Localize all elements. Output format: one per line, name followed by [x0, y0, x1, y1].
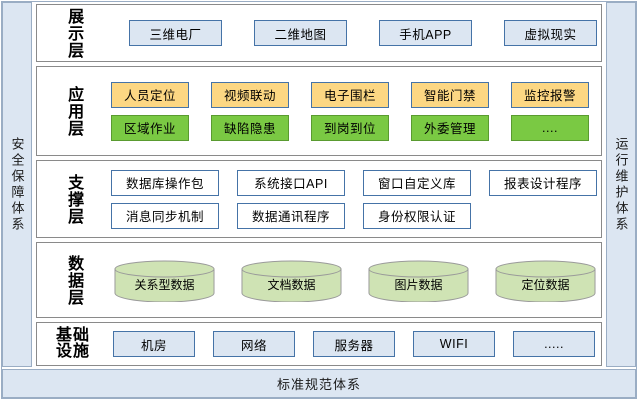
layer-label-text: 基础 设施: [55, 326, 90, 360]
node-box[interactable]: WIFI: [413, 331, 495, 357]
right-band-label: 运行维护体系: [613, 136, 629, 233]
layer-row: 三维电厂 二维地图 手机APP 虚拟现实: [129, 20, 597, 46]
layer-row: 区域作业缺陷隐患到岗到位外委管理....: [111, 114, 597, 141]
node-box[interactable]: 服务器: [313, 331, 395, 357]
cylinder-label: 文档数据: [267, 278, 316, 292]
right-band-ops-maintenance-system: 运行维护体系: [606, 2, 636, 367]
node-box[interactable]: 区域作业: [111, 114, 189, 141]
layer-row: 人员定位视频联动电子围栏智能门禁监控报警: [111, 81, 597, 108]
layer-presentation: 展示层 三维电厂 二维地图 手机APP 虚拟现实: [36, 4, 602, 62]
left-band-label: 安全保障体系: [9, 136, 25, 233]
layer-infrastructure: 基础 设施机房网络服务器 WIFI.....: [36, 322, 602, 366]
cylinder-label: 图片数据: [394, 278, 443, 292]
layer-label-text: 数据层: [65, 254, 83, 306]
layer-row: 数据库操作包系统接口API 窗口自定义库报表设计程序: [111, 169, 597, 196]
layer-row: 机房网络服务器 WIFI.....: [113, 331, 597, 357]
node-box[interactable]: ....: [511, 114, 589, 141]
layer-label-text: 应用层: [65, 85, 83, 137]
cylinder-label: 定位数据: [521, 278, 570, 292]
node-box[interactable]: 报表设计程序: [489, 169, 597, 196]
layer-label-infrastructure: 基础 设施: [45, 323, 101, 365]
database-cylinder[interactable]: 图片数据: [367, 258, 470, 302]
layer-row: 关系型数据 文档数据 图片数据 定位数据: [113, 258, 597, 302]
node-box[interactable]: 人员定位: [111, 81, 189, 108]
left-band-security-system: 安全保障体系: [2, 2, 32, 367]
node-box[interactable]: 数据库操作包: [111, 169, 219, 196]
cylinder-icon: [368, 260, 469, 302]
node-box[interactable]: 三维电厂: [129, 20, 222, 46]
node-box[interactable]: 身份权限认证: [363, 202, 472, 229]
layer-body-data: 关系型数据 文档数据 图片数据 定位数据: [103, 243, 597, 317]
database-cylinder[interactable]: 文档数据: [240, 258, 343, 302]
node-box[interactable]: 二维地图: [254, 20, 347, 46]
layer-body-application: 人员定位视频联动电子围栏智能门禁监控报警区域作业缺陷隐患到岗到位外委管理....: [103, 67, 597, 155]
node-box[interactable]: 监控报警: [511, 81, 589, 108]
layer-label-application: 应用层: [45, 67, 101, 155]
layer-label-support: 支撑层: [45, 161, 101, 237]
node-box[interactable]: 缺陷隐患: [211, 114, 289, 141]
node-box[interactable]: 视频联动: [211, 81, 289, 108]
layer-row: 消息同步机制数据通讯程序身份权限认证: [111, 202, 597, 229]
layer-label-presentation: 展示层: [45, 5, 101, 61]
bottom-band-standards-system: 标准规范体系: [2, 369, 636, 398]
node-box[interactable]: 数据通讯程序: [237, 202, 346, 229]
layer-body-infrastructure: 机房网络服务器 WIFI.....: [103, 323, 597, 365]
spacer: [489, 203, 597, 229]
layer-body-support: 数据库操作包系统接口API 窗口自定义库报表设计程序消息同步机制数据通讯程序身份权…: [103, 161, 597, 237]
cylinder-label: 关系型数据: [134, 278, 195, 292]
layer-label-data: 数据层: [45, 243, 101, 317]
cylinder-icon: [495, 260, 596, 302]
node-box[interactable]: 电子围栏: [311, 81, 389, 108]
node-box[interactable]: 手机APP: [379, 20, 472, 46]
cylinder-icon: [114, 260, 215, 302]
layer-body-presentation: 三维电厂 二维地图 手机APP 虚拟现实: [103, 5, 597, 61]
layer-data: 数据层 关系型数据 文档数据 图片数据 定位数据: [36, 242, 602, 318]
node-box[interactable]: 窗口自定义库: [363, 169, 471, 196]
database-cylinder[interactable]: 关系型数据: [113, 258, 216, 302]
node-box[interactable]: 机房: [113, 331, 195, 357]
node-box[interactable]: 消息同步机制: [111, 202, 220, 229]
node-box[interactable]: .....: [513, 331, 595, 357]
layer-label-text: 展示层: [65, 7, 83, 59]
node-box[interactable]: 网络: [213, 331, 295, 357]
layer-support: 支撑层 数据库操作包系统接口API 窗口自定义库报表设计程序消息同步机制数据通讯程序…: [36, 160, 602, 238]
cylinder-icon: [241, 260, 342, 302]
node-box[interactable]: 外委管理: [411, 114, 489, 141]
node-box[interactable]: 到岗到位: [311, 114, 389, 141]
layer-label-text: 支撑层: [65, 173, 83, 225]
node-box[interactable]: 虚拟现实: [504, 20, 597, 46]
layer-application: 应用层人员定位视频联动电子围栏智能门禁监控报警区域作业缺陷隐患到岗到位外委管理.…: [36, 66, 602, 156]
database-cylinder[interactable]: 定位数据: [494, 258, 597, 302]
node-box[interactable]: 系统接口API: [237, 169, 345, 196]
bottom-band-label: 标准规范体系: [276, 377, 361, 392]
node-box[interactable]: 智能门禁: [411, 81, 489, 108]
